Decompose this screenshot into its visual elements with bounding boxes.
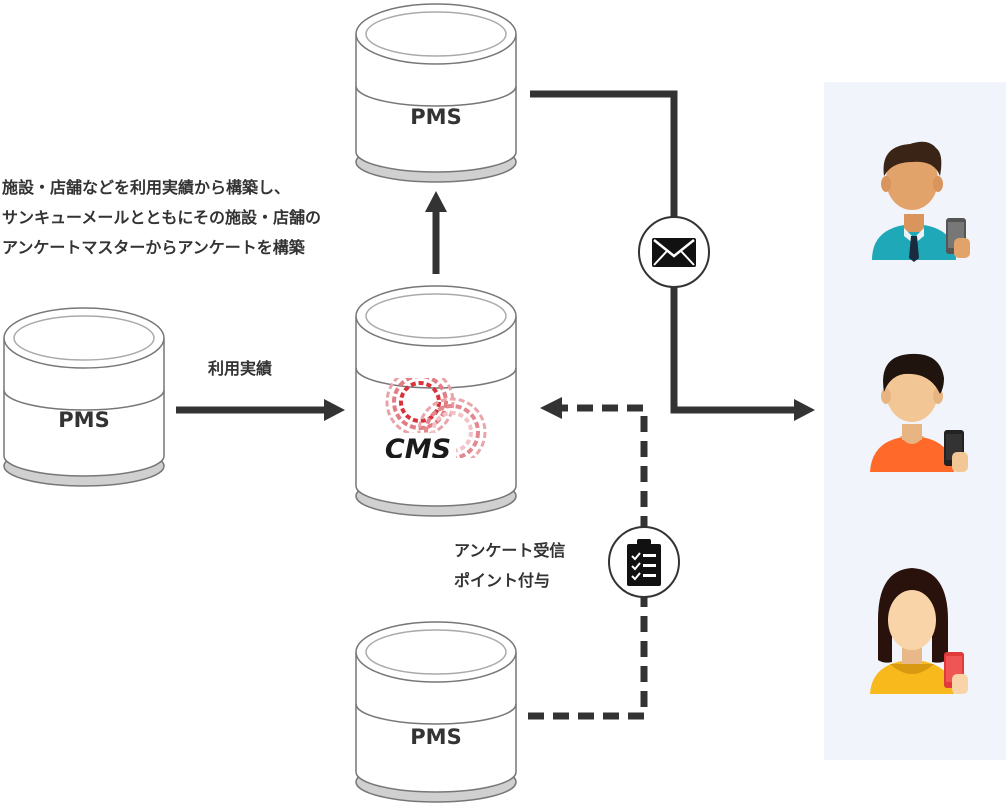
survey-note-line-1: アンケート受信: [454, 541, 565, 560]
pms-bottom-label: PMS: [410, 725, 461, 749]
envelope-icon: [652, 238, 696, 267]
pms-database-bottom: PMS: [355, 621, 517, 803]
cms-database: CMS: [355, 285, 517, 517]
clipboard-checklist-icon: [627, 539, 661, 586]
pms-database-left: PMS: [3, 307, 165, 487]
mail-badge: [638, 216, 710, 288]
pms-left-label: PMS: [58, 408, 109, 432]
cms-logo: CMS: [384, 378, 487, 465]
pms-database-top: PMS: [355, 3, 517, 183]
survey-return-arrow: [528, 397, 648, 720]
usage-record-label: 利用実績: [208, 359, 272, 378]
cms-logo-mark: [385, 378, 487, 458]
build-arrow: [425, 191, 447, 274]
build-note-line-2: サンキューメールとともにその施設・店舗の: [2, 208, 321, 227]
survey-note-line-2: ポイント付与: [454, 571, 550, 590]
pms-top-label: PMS: [410, 105, 461, 129]
young-man-with-phone-icon: [870, 353, 968, 472]
woman-with-phone-icon: [870, 568, 968, 694]
build-note-line-1: 施設・店舗などを利用実績から構築し、: [2, 178, 290, 197]
cms-logo-text: CMS: [385, 434, 451, 465]
man-with-phone-icon: [872, 141, 970, 262]
usage-arrow: [176, 399, 345, 421]
survey-badge: [608, 526, 680, 598]
build-note-line-3: アンケートマスターからアンケートを構築: [2, 238, 306, 257]
